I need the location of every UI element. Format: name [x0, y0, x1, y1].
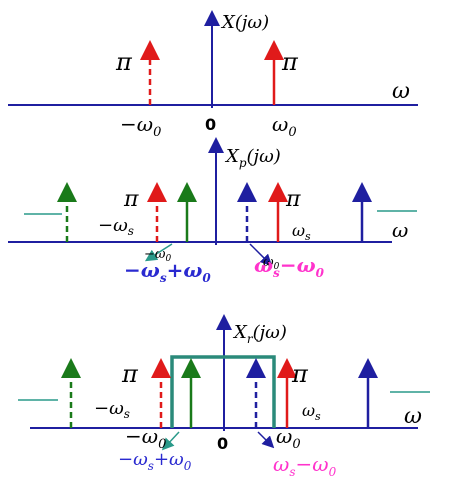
panel1-pi-left: π [115, 48, 133, 76]
panel3-blue-expression: −ωs+ω0 [118, 449, 192, 473]
panel3-pos-ws: ωs [302, 401, 321, 423]
panel3-pointer-blue [257, 431, 275, 449]
panel3-lowpass-filter-box [170, 355, 276, 428]
panel2-pi-left: π [123, 187, 139, 212]
panel3-pointer-teal [161, 431, 180, 451]
panel2-pointer-blue [249, 243, 273, 267]
panel2-magenta-expression: ωs−ω0 [254, 253, 325, 280]
panel-1-original-spectrum: X(jω) ω π π −ω0 0 ω0 [8, 10, 418, 140]
panel1-y-label: X(jω) [220, 12, 269, 33]
panel1-tick-zero: 0 [205, 115, 216, 134]
panel2-pi-right: π [285, 187, 301, 212]
panel-3-reconstructed-spectrum: Xr(jω) ω π π −ωs ωs −ω0 0 ω0 −ωs+ω0 ωs−ω… [18, 314, 430, 479]
panel3-y-label: Xr(jω) [232, 322, 287, 346]
panel1-tick-neg-w0: −ω0 [120, 112, 161, 140]
panel1-pi-right: π [281, 48, 299, 76]
panel2-neg-ws: −ωs [98, 215, 134, 238]
panel3-neg-ws: −ωs [94, 398, 130, 421]
panel3-neg-w0: −ω0 [125, 424, 166, 452]
panel3-pi-left: π [121, 360, 139, 388]
panel2-pos-ws: ωs [292, 221, 311, 243]
panel2-y-label: Xp(jω) [224, 146, 281, 170]
panel3-pos-w0: ω0 [276, 424, 301, 452]
panel-2-sampled-spectrum: Xp(jω) ω π π −ωs ωs −ω0 ω0 −ωs+ω0 ωs−ω0 [8, 137, 417, 285]
panel2-pointer-teal [144, 243, 173, 262]
panel2-neg-w0: −ω0 [144, 247, 172, 264]
panel3-x-label: ω [404, 404, 422, 429]
panel2-x-label: ω [392, 218, 408, 242]
panel1-tick-pos-w0: ω0 [272, 112, 297, 140]
panel1-x-label: ω [392, 79, 410, 104]
panel2-pos-w0: ω0 [263, 255, 280, 272]
panel3-pi-right: π [291, 360, 309, 388]
panel2-blue-expression: −ωs+ω0 [124, 258, 211, 285]
panel3-tick-zero: 0 [217, 434, 228, 453]
panel3-magenta-expression: ωs−ω0 [273, 452, 337, 479]
